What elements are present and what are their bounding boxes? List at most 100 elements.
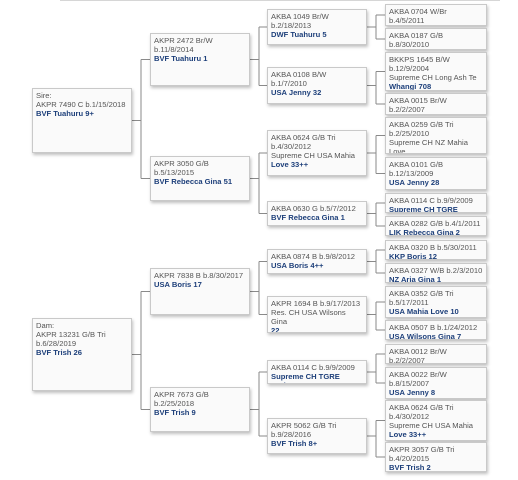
registration-line: b.12/9/2004 [389,64,430,74]
registration-line: AKBA 0012 Br/W b.2/2/2007 [389,347,449,364]
dog-name: BVF Trish 8+ [271,439,318,449]
dog-name: USA Boris 17 [154,280,202,290]
registration-line: AKBA 0101 G/B [389,160,444,169]
dog-name: BVF Tuahuru 9+ [36,109,94,119]
dog-name: USA Jenny 32 [271,88,322,98]
dog-name: Old Castle Jenny 4 [389,49,483,50]
registration-line: AKPR 2472 Br/W [154,36,213,45]
dog-name: DWF Tuahuru 5 [271,30,327,40]
registration-line: b.11/8/2014 [154,45,194,55]
registration-line: b.8/15/2007 [389,379,430,389]
registration-line: AKBA 0015 Br/W b.2/2/2007 [389,96,449,115]
dog-name: USA Boris 4++ [271,261,324,271]
registration-line: BKKPS 1645 B/W [389,55,450,64]
dog-name: Love 33++ [389,430,427,440]
dog-name: BVF Trish 9 [154,408,196,418]
ancestor-card[interactable]: AKBA 0187 G/B b.8/30/2010Old Castle Jenn… [385,28,487,50]
registration-line: Supreme CH USA Mahia [389,421,473,431]
registration-line: b.4/30/2012 [271,142,312,152]
dog-name: USA Wilsons Gina 7 [389,332,462,340]
registration-line: Supreme CH NZ Mahia Love [389,138,471,154]
registration-line: AKPR 1694 B b.9/17/2013 [271,299,361,308]
dam-card-label: Dam: [36,321,55,330]
dog-name: BVF Tuahuru 1 [154,54,208,64]
dog-name: NZ Aria Gina 1 [389,275,442,283]
registration-line: AKBA 0624 G/B Tri [389,403,454,412]
dog-name: USA Jenny 4 [389,114,483,115]
registration-line: b.4/30/2012 [389,412,430,422]
dog-name: USA Jenny 8 [389,388,436,398]
registration-line: AKBA 0282 G/B b.4/1/2011 [389,219,481,228]
dog-name: Whangi 708 [389,82,432,91]
registration-line: AKBA 0507 B b.1/24/2012 [389,323,478,332]
sire-card-label: Sire: [36,91,52,100]
dog-name: LIK Rebecca Gina 2 [389,228,460,236]
registration-line: AKBA 0108 B/W b.1/7/2010 [271,70,329,89]
registration-line: AKBA 0624 G/B Tri [271,133,336,142]
registration-line: AKBA 0259 G/B Tri [389,120,454,129]
registration-line: AKBA 0630 G b.5/7/2012 [271,204,356,213]
registration-line: AKBA 0352 G/B Tri [389,289,454,298]
dog-name: USA Mahia Love 10 [389,307,459,317]
registration-line: AKPR 7673 G/B b.2/25/2018 [154,390,211,409]
dog-name: USA Jenny 28 [389,178,440,188]
registration-line: b.4/20/2015 [389,454,430,464]
dog-name: KKP Boris 12 [389,252,437,260]
top-divider [60,0,500,1]
dog-name: TFF Tuahuru 3 [389,25,483,26]
registration-line: Supreme CH Long Ash Te [389,73,477,83]
registration-line: AKPR 3057 G/B Tri [389,445,455,454]
registration-line: b.2/18/2013 [271,21,312,31]
registration-line: AKBA 0704 W/Br b.4/5/2011 [389,7,449,26]
ancestor-card[interactable]: AKBA 0704 W/Br b.4/5/2011TFF Tuahuru 3 [385,4,487,26]
dog-name: Supreme CH TGRE Andrew 3 [271,372,340,383]
registration-line: b.2/25/2010 [389,129,430,139]
dog-name: Supreme CH TGRE Andrew 3 [389,205,458,213]
registration-line: AKPR 3050 G/B b.5/13/2015 [154,159,211,178]
registration-line: AKBA 0320 B b.5/30/2011 [389,243,477,252]
registration-line: b.5/17/2011 [389,298,429,308]
registration-line: Res. CH USA Wilsons Gina [271,308,348,327]
dog-name: Love 33++ [271,160,309,170]
registration-line: b.9/28/2016 [271,430,312,440]
registration-line: AKBA 1049 Br/W [271,12,329,21]
registration-line: AKBA 0874 B b.9/8/2012 [271,252,356,261]
registration-line: AKPR 7490 C b.1/15/2018 [36,100,126,110]
registration-line: AKPR 13231 G/B Tri [36,330,106,340]
registration-line: b.12/13/2009 [389,169,434,179]
registration-line: Supreme CH USA Mahia [271,151,355,161]
dog-name: 22 [271,326,280,333]
registration-line: AKBA 0327 W/B b.2/3/2010 [389,266,483,275]
dog-name: BVF Trish 2 [389,463,431,472]
